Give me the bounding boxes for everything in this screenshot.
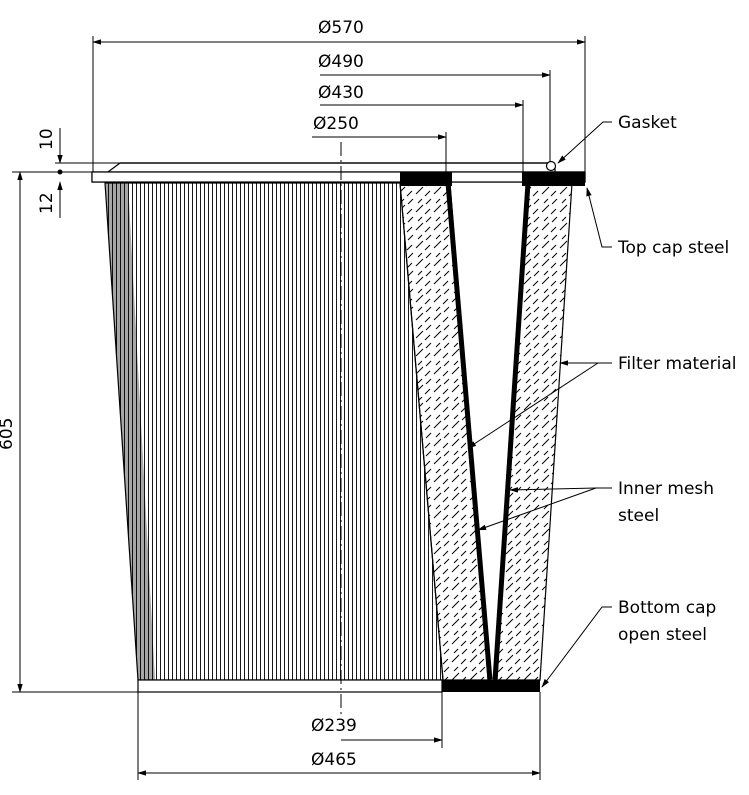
bottom-cap [137,679,540,693]
dim-bottom-outer: Ø465 [311,750,357,770]
dimension-bottom [137,692,541,780]
dim-top-outer: Ø570 [318,18,364,38]
label-inner-mesh-1: Inner mesh [618,479,714,499]
label-filter-material: Filter material [618,354,736,374]
label-bottom-cap-2: open steel [618,625,707,645]
dimension-height [12,128,138,693]
label-top-cap: Top cap steel [617,238,729,258]
dim-cap-bottom: 12 [37,192,57,214]
label-bottom-cap-1: Bottom cap [618,598,716,618]
dim-cap-top: 10 [37,128,57,150]
dim-top-opening: Ø250 [313,114,359,134]
dim-height: 605 [0,418,17,450]
callout-lines [467,121,612,688]
inner-mesh-steel [445,182,531,681]
dim-bottom-inner: Ø239 [311,716,357,736]
dimension-top [92,36,586,172]
dim-top-gasket: Ø490 [318,52,364,72]
label-inner-mesh-2: steel [618,506,659,526]
top-cap [91,160,586,186]
pleated-exterior [104,182,444,681]
label-gasket: Gasket [618,113,677,133]
dim-top-inner-cap: Ø430 [318,83,364,103]
